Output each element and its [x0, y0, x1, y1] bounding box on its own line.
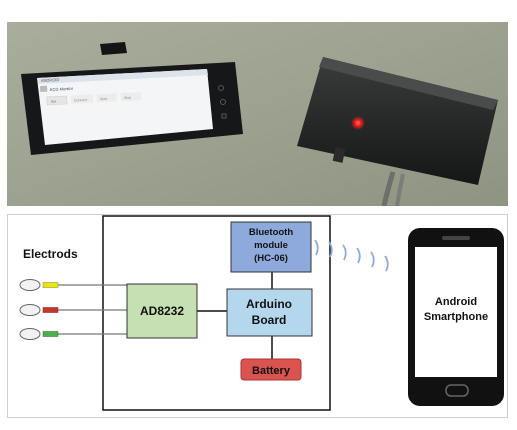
arduino-label-line-1: Arduino: [246, 297, 292, 311]
phone-app-icon: [40, 85, 48, 92]
arduino-board-block: Arduino Board: [226, 288, 313, 337]
arduino-label-line-2: Board: [252, 313, 287, 327]
wireless-signal-icon: [314, 239, 389, 272]
bluetooth-module-block: Bluetooth module (HC-06): [230, 221, 312, 273]
electrodes-label: Electrods: [23, 247, 78, 261]
phone-btn-3[interactable]: [96, 93, 118, 103]
block-diagram: Electrods AD8232 Bluetooth module (HC-06…: [7, 214, 508, 418]
phone-btn-4-label: Stop: [124, 96, 131, 100]
phone-nav-back-icon: [218, 85, 224, 91]
bluetooth-label-line-3: (HC-06): [254, 253, 288, 264]
ad8232-block: AD8232: [126, 283, 198, 339]
phone-btn-4[interactable]: [120, 92, 142, 102]
phone-nav-recent-icon: [221, 113, 227, 119]
electrode-1: [19, 279, 127, 291]
phone-nav-home-icon: [220, 99, 226, 105]
electrode-2: [19, 304, 127, 316]
smartphone-speaker: [442, 236, 470, 240]
battery-block: Battery: [240, 358, 302, 381]
bluetooth-label-line-2: module: [254, 240, 288, 251]
phone-stand: [100, 42, 127, 55]
smartphone-label-line-1: Android: [435, 296, 477, 308]
phone-btn-2[interactable]: [70, 94, 94, 104]
ad8232-label: AD8232: [140, 304, 184, 318]
electrode-cable: [381, 171, 396, 206]
phone-screen: [37, 69, 213, 145]
electrode-3: [19, 328, 127, 340]
electrode-3-connector: [42, 331, 59, 337]
phone-btn-3-label: Start: [100, 97, 108, 101]
smartphone-photo: ANDROID ECG Monitor Set Connect Start St…: [21, 42, 243, 155]
smartphone-home-button: [445, 384, 469, 397]
smartphone-label-line-2: Smartphone: [424, 311, 488, 323]
battery-label: Battery: [252, 365, 291, 377]
device-photo: ANDROID ECG Monitor Set Connect Start St…: [7, 22, 508, 206]
phone-btn-2-label: Connect: [74, 98, 87, 103]
phone-btn-1[interactable]: [46, 95, 68, 106]
box-switch: [332, 147, 346, 163]
phone-app-title: ECG Monitor: [50, 86, 74, 92]
phone-status-text: ANDROID: [41, 77, 60, 83]
electrode-2-connector: [42, 307, 59, 313]
sensor-box-photo: [297, 57, 498, 206]
bluetooth-label-line-1: Bluetooth: [249, 227, 294, 238]
diagram-frame: [7, 214, 508, 418]
smartphone-icon: Android Smartphone: [408, 228, 504, 406]
electrode-1-connector: [42, 282, 59, 288]
phone-btn-1-label: Set: [51, 100, 56, 104]
